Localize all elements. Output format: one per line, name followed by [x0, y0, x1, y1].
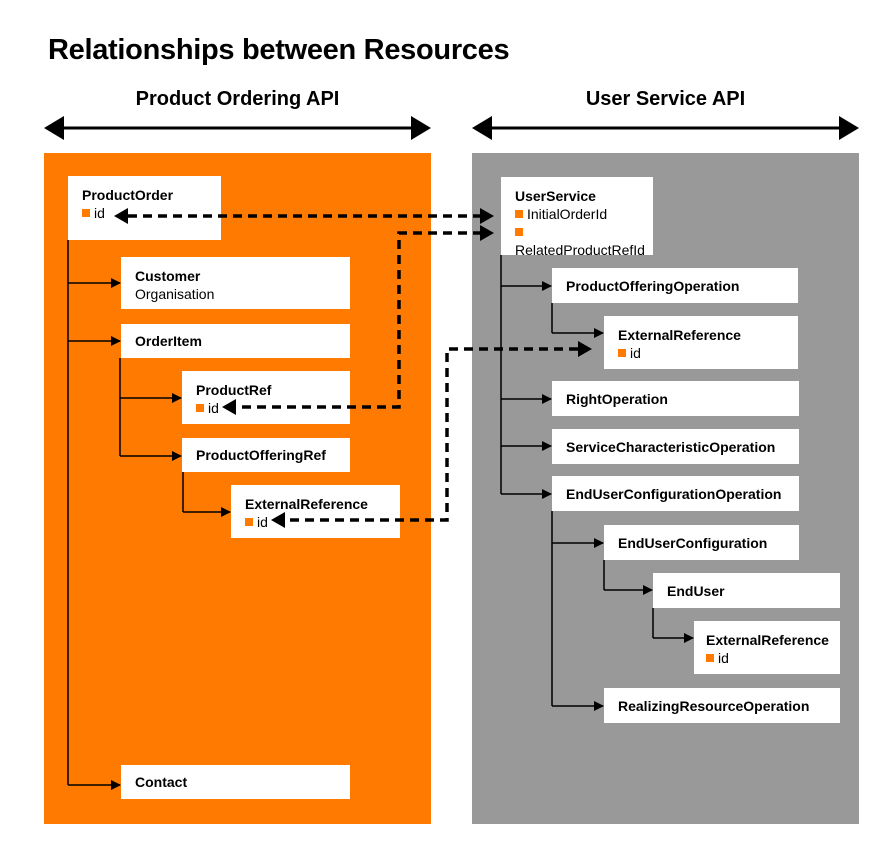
external-reference-left-id-attr: id: [245, 513, 386, 531]
order-item-name: OrderItem: [135, 333, 202, 349]
external-reference-right-2-id-attr: id: [706, 649, 826, 667]
product-ref-name: ProductRef: [196, 382, 272, 398]
arrowhead-right-icon: [411, 116, 431, 140]
related-product-ref-id-attr: RelatedProductRefId: [515, 223, 645, 259]
end-user-box: EndUser: [653, 573, 840, 608]
user-service-api-label: User Service API: [585, 88, 746, 110]
service-characteristic-operation-box: ServiceCharacteristicOperation: [552, 429, 799, 464]
customer-sub: Organisation: [135, 286, 215, 302]
attribute-bullet-icon: [196, 404, 204, 412]
product-ref-box: ProductRef id: [182, 371, 350, 424]
arrowhead-left-icon: [44, 116, 64, 140]
product-order-name: ProductOrder: [82, 187, 174, 203]
contact-box: Contact: [121, 765, 350, 799]
user-service-box: UserService InitialOrderId RelatedProduc…: [501, 177, 653, 258]
attribute-bullet-icon: [82, 209, 90, 217]
realizing-resource-operation-name: RealizingResourceOperation: [618, 697, 810, 714]
attribute-bullet-icon: [515, 228, 523, 236]
external-reference-right-1-id-attr: id: [618, 344, 784, 362]
product-ref-id-attr: id: [196, 399, 336, 417]
initial-order-id-attr: InitialOrderId: [515, 205, 639, 223]
external-reference-right-2-name: ExternalReference: [706, 632, 829, 648]
realizing-resource-operation-box: RealizingResourceOperation: [604, 688, 840, 723]
arrowhead-left-icon: [472, 116, 492, 140]
product-ordering-api-span-arrow: [44, 116, 431, 140]
user-service-name: UserService: [515, 188, 596, 204]
external-reference-right-1-name: ExternalReference: [618, 327, 741, 343]
arrowhead-right-icon: [839, 116, 859, 140]
diagram-title: Relationships between Resources: [48, 34, 510, 66]
end-user-name: EndUser: [667, 582, 725, 599]
end-user-configuration-name: EndUserConfiguration: [618, 534, 768, 551]
customer-name: Customer: [135, 268, 201, 284]
attribute-bullet-icon: [245, 518, 253, 526]
product-offering-operation-box: ProductOfferingOperation: [552, 268, 798, 303]
external-reference-right-1-box: ExternalReference id: [604, 316, 798, 369]
product-ordering-api-label: Product Ordering API: [135, 88, 340, 110]
service-characteristic-operation-name: ServiceCharacteristicOperation: [566, 438, 776, 455]
product-offering-ref-name: ProductOfferingRef: [196, 447, 326, 463]
attribute-bullet-icon: [515, 210, 523, 218]
product-offering-ref-box: ProductOfferingRef: [182, 438, 350, 472]
right-operation-name: RightOperation: [566, 390, 668, 407]
attribute-bullet-icon: [618, 349, 626, 357]
end-user-configuration-operation-box: EndUserConfigurationOperation: [552, 476, 799, 511]
end-user-configuration-operation-name: EndUserConfigurationOperation: [566, 485, 782, 502]
user-service-api-span-arrow: [472, 116, 859, 140]
product-order-id-attr: id: [82, 204, 207, 222]
external-reference-right-2-box: ExternalReference id: [694, 621, 840, 674]
contact-name: Contact: [135, 774, 188, 790]
product-order-box: ProductOrder id: [68, 176, 221, 240]
end-user-configuration-box: EndUserConfiguration: [604, 525, 799, 560]
external-reference-left-box: ExternalReference id: [231, 485, 400, 538]
attribute-bullet-icon: [706, 654, 714, 662]
order-item-box: OrderItem: [121, 324, 350, 358]
product-offering-operation-name: ProductOfferingOperation: [566, 277, 740, 294]
right-operation-box: RightOperation: [552, 381, 799, 416]
customer-box: Customer Organisation: [121, 257, 350, 309]
external-reference-left-name: ExternalReference: [245, 496, 368, 512]
